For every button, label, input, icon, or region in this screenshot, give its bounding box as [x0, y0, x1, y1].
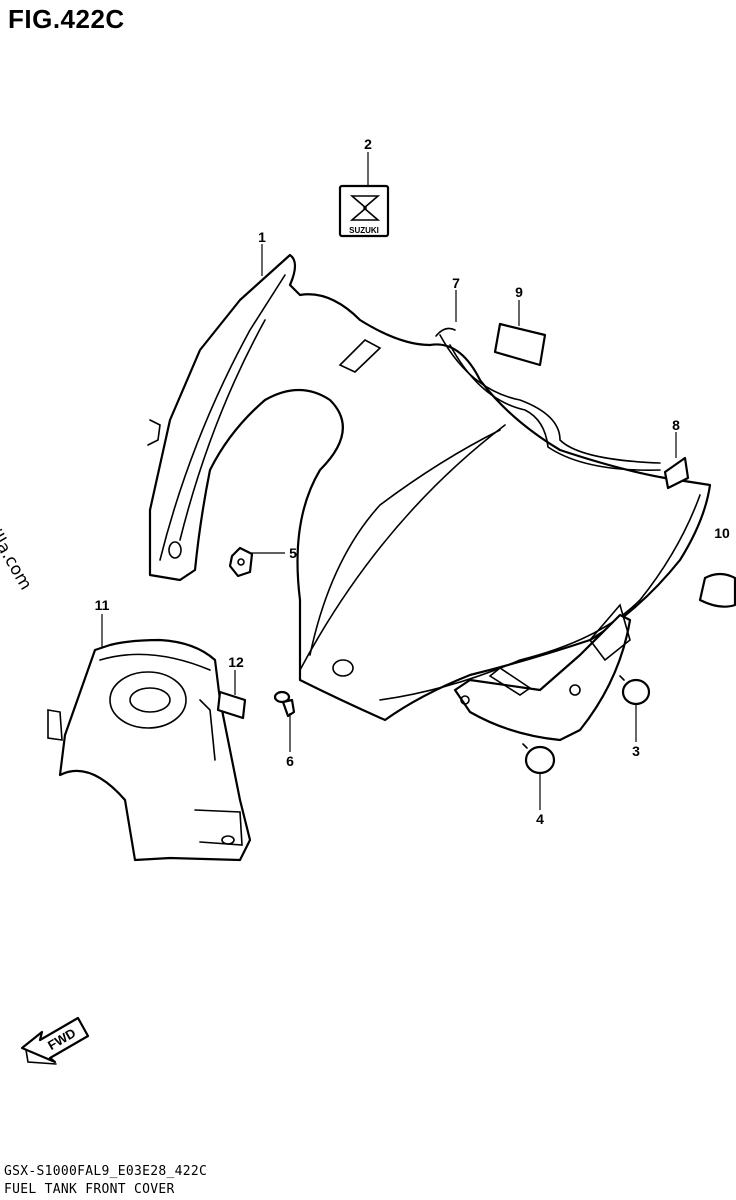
- part-clip-8[interactable]: [663, 456, 690, 490]
- figure-name: FUEL TANK FRONT COVER: [4, 1182, 175, 1197]
- callout-12: 12: [228, 654, 244, 670]
- part-emblem[interactable]: SUZUKI: [338, 184, 390, 238]
- part-pad[interactable]: [493, 322, 547, 367]
- part-clip-nut[interactable]: [228, 546, 254, 578]
- part-bolt-4[interactable]: [522, 743, 556, 775]
- callout-4: 4: [536, 811, 544, 827]
- part-cover-bracket[interactable]: [453, 603, 632, 742]
- leader-lines: [101, 152, 677, 810]
- callout-labels: 1 2 3 4 5 6 7 8 9 10 11 12: [95, 136, 730, 827]
- part-pad-12[interactable]: [216, 690, 247, 720]
- part-inner-cover[interactable]: [47, 638, 252, 862]
- callout-2: 2: [364, 136, 372, 152]
- part-rivet[interactable]: [273, 690, 296, 718]
- callout-1: 1: [258, 229, 266, 245]
- callout-11: 11: [95, 597, 110, 613]
- callout-9: 9: [515, 284, 523, 300]
- callout-10: 10: [714, 525, 730, 541]
- callout-6: 6: [286, 753, 294, 769]
- callout-7: 7: [452, 275, 460, 291]
- fwd-arrow-icon: FWD: [20, 1016, 90, 1065]
- part-seal-strip[interactable]: [435, 327, 456, 337]
- figure-code: GSX-S1000FAL9_E03E28_422C: [4, 1164, 208, 1179]
- callout-5: 5: [289, 545, 297, 561]
- part-rubber-cap[interactable]: [698, 572, 736, 608]
- figure-title: FIG.422C: [8, 4, 125, 34]
- part-bolt-3[interactable]: [619, 675, 651, 706]
- callout-8: 8: [672, 417, 680, 433]
- callout-3: 3: [632, 743, 640, 759]
- part-front-cover[interactable]: [147, 253, 712, 722]
- emblem-label: SUZUKI: [349, 226, 379, 235]
